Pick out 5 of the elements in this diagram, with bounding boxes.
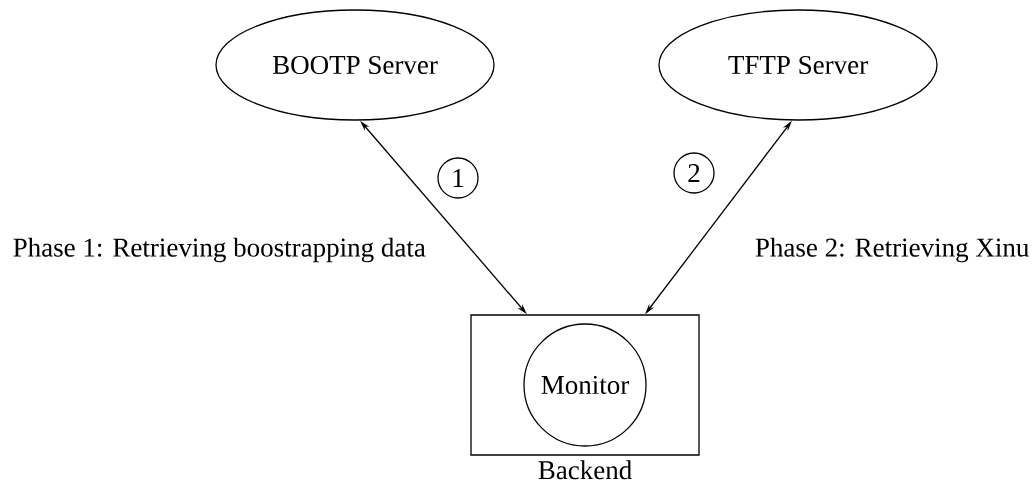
phase-label: Phase 2: Retrieving Xinu	[755, 237, 1029, 263]
callout-number: 1	[437, 157, 479, 199]
phase-label: Phase 1: Retrieving boostrapping data	[13, 237, 426, 263]
callout-number: 2	[673, 152, 715, 194]
node-label: Backend	[538, 460, 632, 480]
